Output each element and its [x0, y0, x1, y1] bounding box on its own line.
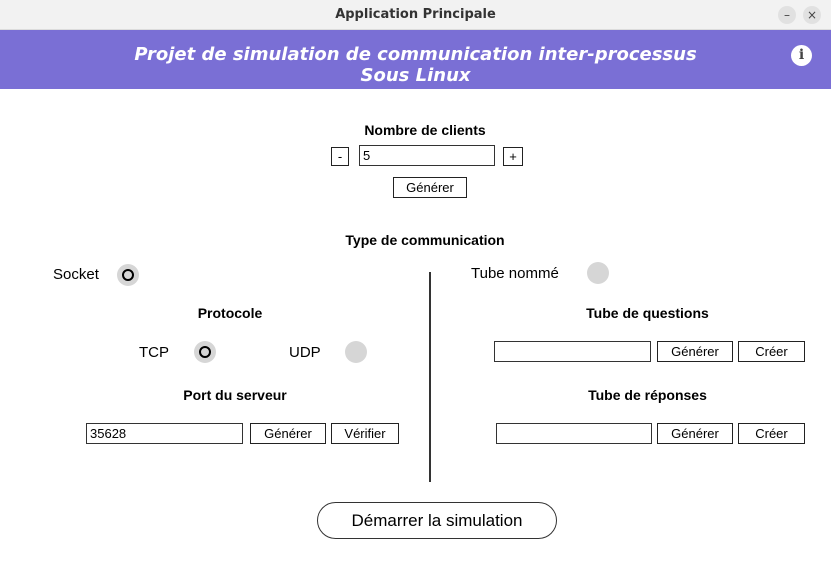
window-title: Application Principale [335, 7, 496, 22]
start-simulation-button[interactable]: Démarrer la simulation [317, 502, 557, 539]
udp-label: UDP [289, 344, 321, 361]
verify-port-button[interactable]: Vérifier [331, 423, 399, 444]
decrement-button[interactable]: - [331, 147, 349, 166]
minimize-button[interactable]: – [778, 6, 796, 24]
info-icon[interactable]: i [791, 45, 812, 66]
answers-pipe-heading: Tube de réponses [588, 387, 707, 403]
vertical-divider [429, 272, 431, 482]
answers-pipe-input[interactable] [496, 423, 652, 444]
generate-answers-pipe-button[interactable]: Générer [657, 423, 733, 444]
banner-subtitle: Sous Linux [360, 65, 471, 86]
generate-port-button[interactable]: Générer [250, 423, 326, 444]
server-port-input[interactable] [86, 423, 243, 444]
named-pipe-label: Tube nommé [471, 265, 559, 282]
tcp-label: TCP [139, 344, 169, 361]
generate-questions-pipe-button[interactable]: Générer [657, 341, 733, 362]
create-questions-pipe-button[interactable]: Créer [738, 341, 805, 362]
increment-button[interactable]: + [503, 147, 523, 166]
named-pipe-radio[interactable] [587, 262, 609, 284]
create-answers-pipe-button[interactable]: Créer [738, 423, 805, 444]
protocol-heading: Protocole [197, 305, 263, 321]
socket-radio[interactable] [117, 264, 139, 286]
title-bar: Application Principale – × [0, 0, 831, 30]
udp-radio[interactable] [345, 341, 367, 363]
questions-pipe-input[interactable] [494, 341, 651, 362]
questions-pipe-heading: Tube de questions [586, 305, 709, 321]
close-button[interactable]: × [803, 6, 821, 24]
socket-label: Socket [53, 266, 99, 283]
clients-count-input[interactable] [359, 145, 495, 166]
header-banner: Projet de simulation de communication in… [0, 30, 831, 89]
communication-type-heading: Type de communication [345, 232, 505, 248]
clients-heading: Nombre de clients [364, 122, 486, 138]
server-port-heading: Port du serveur [183, 387, 287, 403]
tcp-radio[interactable] [194, 341, 216, 363]
generate-clients-button[interactable]: Générer [393, 177, 467, 198]
banner-title: Projet de simulation de communication in… [134, 44, 697, 65]
